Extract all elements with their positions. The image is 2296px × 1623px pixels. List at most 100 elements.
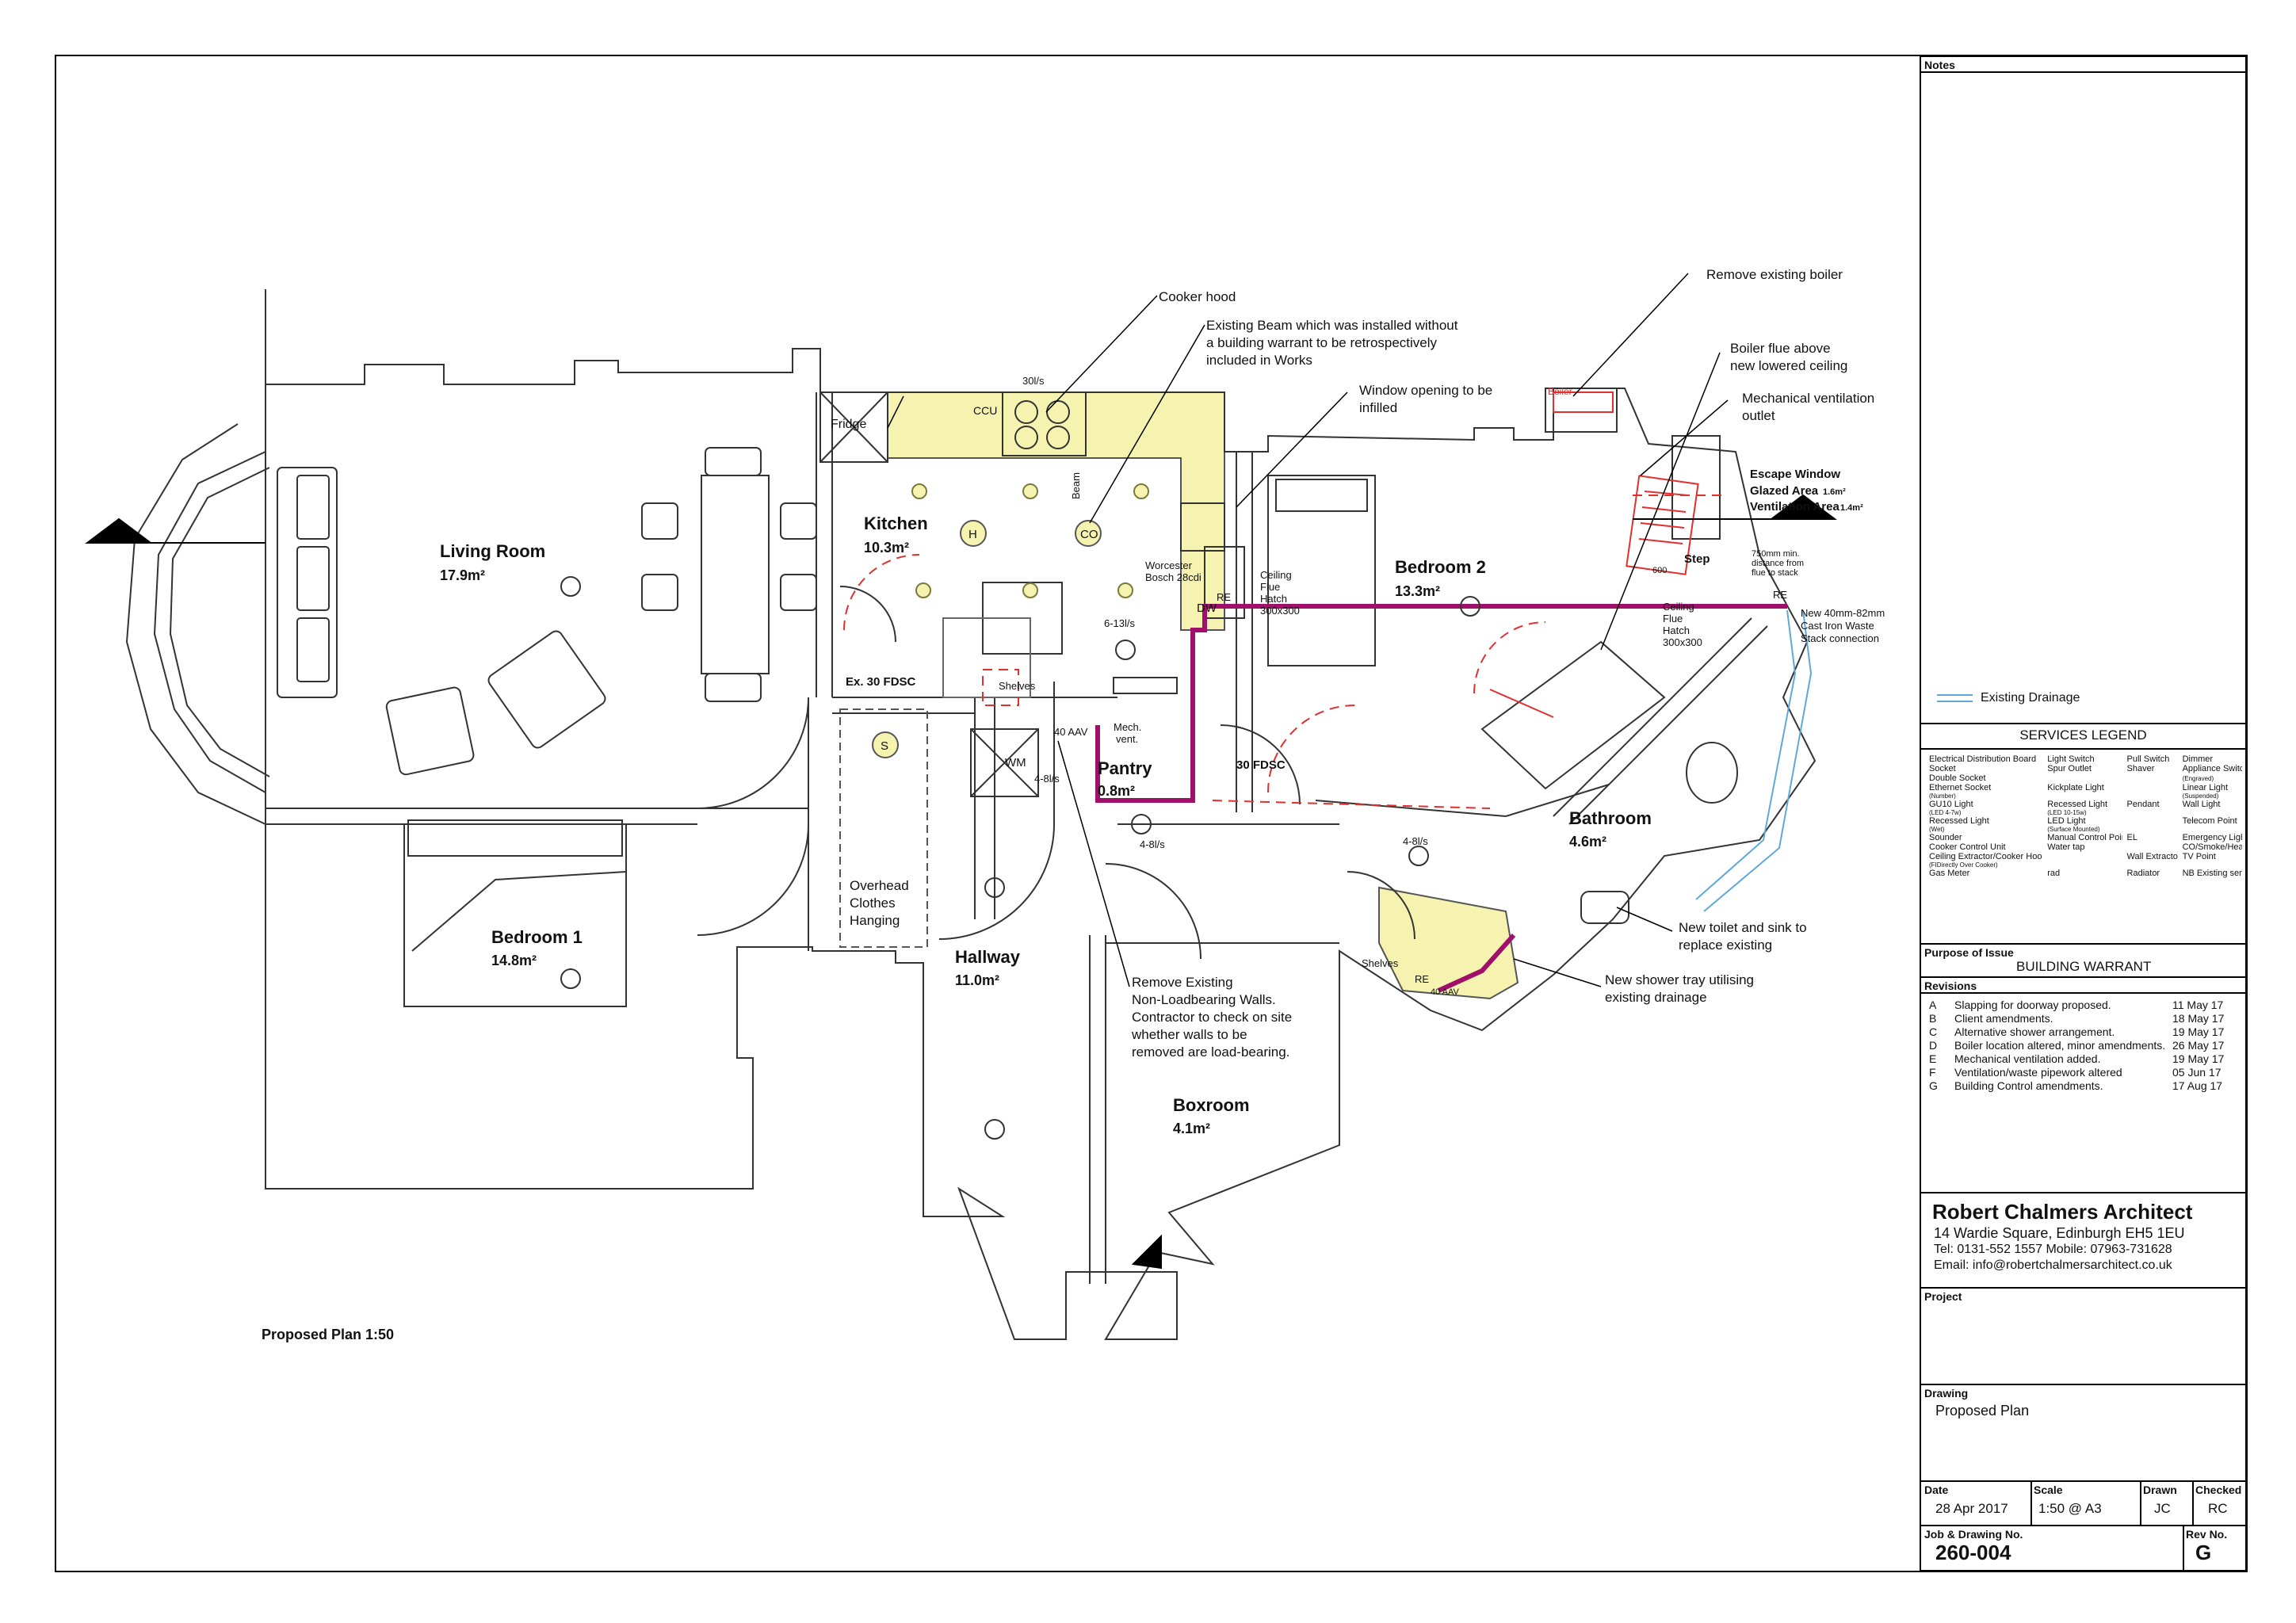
legend-cell: Recessed Light [2047,800,2108,809]
legend-cell: (LED 4-7w) [1929,809,1962,816]
label-min-note-1: 750mm min. [1752,549,1800,559]
label-fdsc: 30 FDSC [1236,758,1286,772]
room-name-kitchen: Kitchen [864,514,928,533]
date-scale-row: Date 28 Apr 2017 Scale 1:50 @ A3 Drawn J… [1921,1480,2245,1525]
room-area-bedroom-2: 13.3m² [1395,583,1440,599]
legend-row: (LED 4-7w)(LED 10-15w) [1924,809,2242,816]
glazed-area-label: Glazed Area [1750,484,1819,498]
purpose-heading: Purpose of Issue [1924,946,2014,959]
label-flow-3: 4-8l/s [1034,773,1060,785]
drawing-heading: Drawing [1924,1387,1969,1400]
label-co: CO [1080,528,1098,541]
small-labels: Fridge CCU 30l/s Beam Worcester Bosch 28… [831,375,1885,997]
legend-cell: Sounder [1929,833,1962,842]
room-name-living-room: Living Room [440,541,545,561]
legend-cell: Wall Light [2182,800,2221,809]
annotation-flue-line-2: new lowered ceiling [1730,358,1847,373]
notes-heading: Notes [1924,59,1955,71]
shower-tray-highlight [1378,886,1519,1000]
legend-cell: Socket [1929,764,1956,773]
legend-cell: Appliance Switch [2182,764,2242,773]
legend-row: Double Socket(Engraved) [1924,773,2242,783]
annotation-mech-vent-line-1: Mechanical ventilation [1742,391,1874,406]
title-block: Notes Existing Drainage SERVICES LEGEND … [1920,55,2247,1571]
room-name-hallway: Hallway [955,947,1021,967]
vent-area-value: 1.4m² [1840,503,1863,513]
annotation-walls-line-3: Contractor to check on site [1132,1010,1292,1025]
label-new-stack-1: New 40mm-82mm [1801,607,1885,619]
room-area-kitchen: 10.3m² [864,540,909,556]
legend-cell: (Engraved) [2182,774,2214,782]
label-new-stack-3: Stack connection [1801,632,1879,644]
label-wm: WM [1005,756,1026,769]
legend-cell: (Suspended) [2182,792,2219,800]
label-new-stack-2: Cast Iron Waste [1801,620,1874,632]
label-hatch-2: Hatch [1663,624,1690,636]
drawn-value: JC [2154,1501,2171,1516]
label-flow-4: 4-8l/s [1140,838,1165,850]
revision-desc: Alternative shower arrangement. [1954,1025,2115,1038]
existing-drainage-label: Existing Drainage [1981,691,2080,705]
legend-cell: Shaver [2126,764,2155,773]
date-cell: Date 28 Apr 2017 [1921,1482,2032,1525]
vent-area-label: Ventilation Area [1750,500,1839,514]
annotation-walls-line-5: removed are load-bearing. [1132,1044,1289,1060]
checked-value: RC [2208,1501,2228,1516]
annotation-beam-line-2: a building warrant to be retrospectively [1206,335,1438,350]
revision-rev: B [1929,1012,1937,1025]
legend-cell: (Number) [1929,792,1956,800]
legend-cell: Pendant [2126,800,2160,809]
plan-title: Proposed Plan 1:50 [262,1327,394,1342]
legend-cell: Recessed Light [1929,816,1989,826]
revision-rev: G [1929,1079,1938,1092]
annotation-toilet-line-1: New toilet and sink to [1679,920,1807,935]
label-vent: vent. [1116,733,1138,745]
revision-date: 19 May 17 [2172,1052,2225,1065]
firm-tel: Tel: 0131-552 1557 Mobile: 07963-731628 [1934,1243,2172,1256]
revision-rev: C [1929,1025,1938,1038]
legend-cell: Dimmer [2182,754,2214,764]
label-dim-600: 600 [1652,566,1667,575]
annotation-shower-line-1: New shower tray utilising [1605,972,1754,987]
legend-cell: Light Switch [2047,754,2095,764]
annotation-walls-line-2: Non-Loadbearing Walls. [1132,992,1276,1007]
label-fridge: Fridge [831,418,866,431]
firm-details: Robert Chalmers Architect 14 Wardie Squa… [1921,1192,2245,1287]
label-shelves-2: Shelves [1362,957,1399,969]
revision-date: 17 Aug 17 [2172,1079,2223,1092]
legend-row: (FIDirectly Over Cooker) [1924,861,2242,869]
label-worcester: Worcester [1145,559,1193,571]
annotation-mech-vent-line-2: outlet [1742,408,1775,423]
purpose-value: BUILDING WARRANT [2016,959,2152,974]
annotation-clothes-line-1: Overhead [850,878,909,893]
rev-value: G [2195,1541,2212,1564]
scale-cell: Scale 1:50 @ A3 [2030,1482,2141,1525]
label-aav-2: 40 AAV [1431,987,1460,997]
legend-cell: TV Point [2182,852,2216,861]
room-area-pantry: 0.8m² [1098,783,1135,799]
purpose-of-issue: Purpose of Issue BUILDING WARRANT [1921,943,2245,976]
revision-rev: A [1929,999,1937,1011]
annotation-flue-line-1: Boiler flue above [1730,341,1831,356]
revision-rev: F [1929,1066,1936,1079]
job-row: Job & Drawing No. 260-004 Rev No. G [1921,1525,2245,1571]
rev-heading: Rev No. [2186,1528,2228,1541]
label-re-1: RE [1217,591,1231,603]
legend-cell: Spur Outlet [2047,764,2092,773]
scale-heading: Scale [2034,1484,2063,1496]
legend-cell: Wall Extractor [2126,852,2178,861]
kitchen-worktop-highlight [887,391,1225,631]
legend-cell: rad [2047,869,2061,878]
drawing-value: Proposed Plan [1935,1403,2030,1419]
room-name-bathroom: Bathroom [1569,808,1652,828]
annotation-walls-line-1: Remove Existing [1132,975,1233,990]
escape-window-title: Escape Window [1750,468,1840,481]
legend-cell: Water tap [2047,842,2085,852]
scale-value: 1:50 @ A3 [2038,1501,2102,1516]
job-heading: Job & Drawing No. [1924,1528,2023,1541]
